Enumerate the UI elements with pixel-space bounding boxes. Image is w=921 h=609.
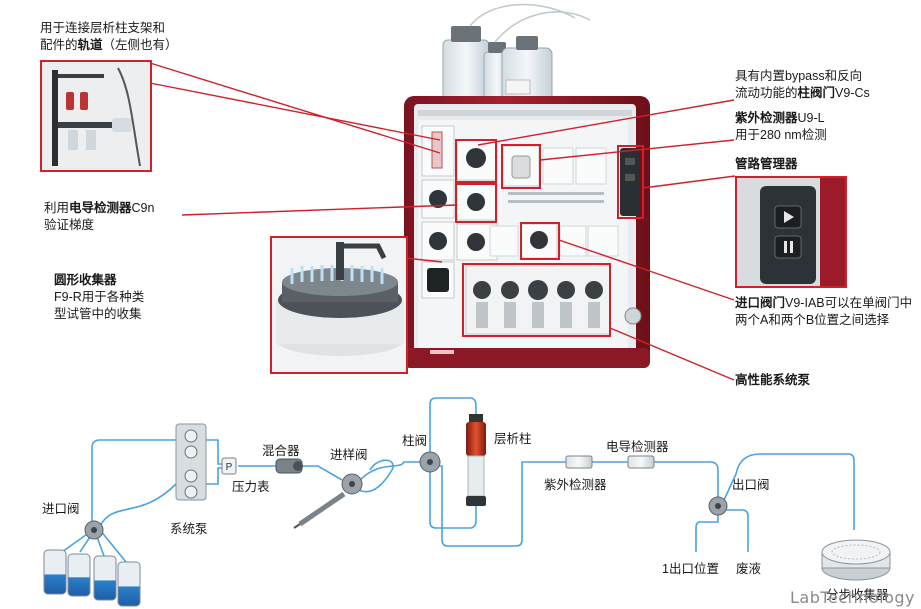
fraction-collector-callout-bold: 圆形收集器 <box>54 273 117 287</box>
rail-callout-bold: 轨道 <box>77 38 103 52</box>
tubing-manager-callout-box <box>735 176 847 288</box>
system-pump-label: 系统泵 <box>170 522 208 536</box>
fraction-collector-callout-line2: F9-R用于各种类 <box>54 290 145 304</box>
system-pump-icon <box>175 423 207 501</box>
cond-detector-label: 电导检测器 <box>606 440 669 454</box>
instrument-highlight-boxes <box>455 139 644 337</box>
rail-inset-photo <box>42 62 150 170</box>
fraction-collector-inset-photo <box>272 238 406 372</box>
uv-detector-callout-bold: 紫外检测器 <box>735 111 798 125</box>
cond-detector-callout: 利用电导检测器C9n 验证梯度 <box>44 200 154 234</box>
tubing-manager-callout-bold: 管路管理器 <box>735 157 798 171</box>
rail-callout-line1: 用于连接层析柱支架和 <box>40 21 166 35</box>
uv-detector-callout-post: U9-L <box>797 111 825 125</box>
inlet-valve-icon <box>84 520 104 540</box>
tubing-manager-callout: 管路管理器 <box>735 156 798 173</box>
flow-components: P <box>43 414 891 607</box>
column-valve-callout-bold: 柱阀门 <box>797 86 836 100</box>
inlet-valve-callout-line2: 两个A和两个B位置之间选择 <box>735 313 890 327</box>
uv-detector-callout: 紫外检测器U9-L 用于280 nm检测 <box>735 110 827 144</box>
uv-detector-callout-line1: 紫外检测器U9-L <box>735 110 827 127</box>
rail-callout-line2: 配件的轨道（左侧也有） <box>40 37 178 54</box>
inlet-valve-callout-line1: 进口阀门V9-IAB可以在单阀门中 <box>735 295 912 312</box>
inlet-valve-callout: 进口阀门V9-IAB可以在单阀门中 两个A和两个B位置之间选择 <box>735 295 912 329</box>
column-valve-callout-line2: 流动功能的柱阀门V9-Cs <box>735 85 870 102</box>
inlet-bottles <box>43 549 141 607</box>
system-pump-callout: 高性能系统泵 <box>735 372 810 389</box>
chromatography-column-icon <box>466 414 486 506</box>
inlet-valve-label: 进口阀 <box>42 502 80 516</box>
chromatography-instrument-photo <box>404 3 650 368</box>
column-valve-callout-pre: 流动功能的 <box>735 86 798 100</box>
watermark: LabTechnology <box>790 588 915 607</box>
tubing-manager-inset-photo <box>737 178 845 286</box>
buffer-bottles <box>442 3 591 111</box>
uv-detector-icon <box>565 455 593 469</box>
cond-detector-callout-post: C9n <box>131 201 155 215</box>
waste-label: 废液 <box>736 562 762 576</box>
cond-detector-callout-bold: 电导检测器 <box>69 201 132 215</box>
callout-leader-lines <box>149 62 736 381</box>
injection-valve-label: 进样阀 <box>330 448 368 462</box>
cond-detector-callout-line2: 验证梯度 <box>44 218 95 232</box>
outlet-valve-icon <box>708 496 728 516</box>
mixer-label: 混合器 <box>262 444 300 458</box>
column-label: 层析柱 <box>494 432 532 446</box>
fraction-collector-label: 分步收集器 <box>826 588 889 602</box>
rail-callout-post: （左侧也有） <box>102 38 178 52</box>
column-valve-callout: 具有内置bypass和反向 流动功能的柱阀门V9-Cs <box>735 68 870 102</box>
column-valve-label: 柱阀 <box>402 434 428 448</box>
outlet-position-label: 1出口位置 <box>662 562 719 576</box>
rail-callout-pre: 配件的 <box>40 38 78 52</box>
cond-detector-callout-pre: 利用 <box>44 201 70 215</box>
column-valve-callout-post: V9-Cs <box>835 86 870 100</box>
tubing-lines <box>61 397 855 563</box>
pressure-symbol: P <box>226 462 233 473</box>
conductivity-detector-icon <box>627 455 655 469</box>
system-pump-callout-bold: 高性能系统泵 <box>735 373 811 387</box>
inlet-valve-callout-post: V9-IAB可以在单阀门中 <box>785 296 913 310</box>
uv-detector-callout-line2: 用于280 nm检测 <box>735 128 827 142</box>
outlet-valve-label: 出口阀 <box>732 478 770 492</box>
pressure-gauge-label: 压力表 <box>232 480 270 494</box>
uv-detector-label: 紫外检测器 <box>544 478 607 492</box>
fraction-collector-callout: 圆形收集器 F9-R用于各种类 型试管中的收集 <box>54 272 144 323</box>
fraction-collector-callout-line3: 型试管中的收集 <box>54 307 142 321</box>
rail-callout-box <box>40 60 152 172</box>
fraction-collector-callout-box <box>270 236 408 374</box>
mixer-icon <box>275 458 303 474</box>
pressure-gauge-icon: P <box>221 457 237 475</box>
fraction-collector-callout-line1: 圆形收集器 <box>54 272 144 289</box>
syringe-icon <box>293 491 346 529</box>
rail-callout: 用于连接层析柱支架和 配件的轨道（左侧也有） <box>40 20 178 54</box>
fraction-collector-icon <box>821 539 891 581</box>
column-valve-icon <box>419 451 441 473</box>
inlet-valve-callout-bold: 进口阀门 <box>735 296 786 310</box>
injection-valve-icon <box>341 473 363 495</box>
column-valve-callout-line1: 具有内置bypass和反向 <box>735 69 863 83</box>
cond-detector-callout-line1: 利用电导检测器C9n <box>44 200 154 217</box>
